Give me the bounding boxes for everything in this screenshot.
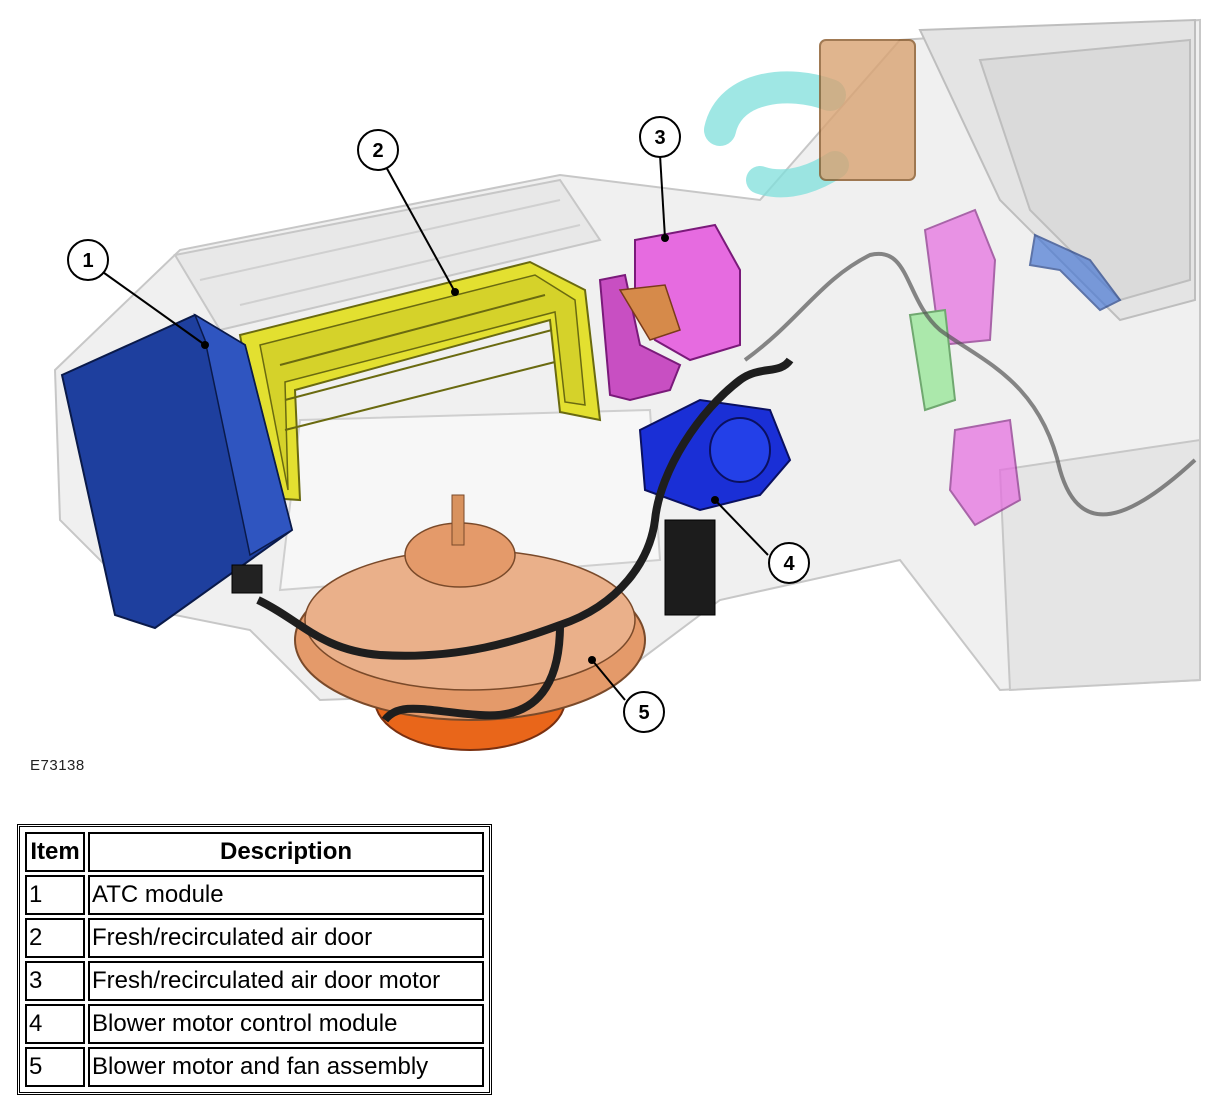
legend-row: 3 Fresh/recirculated air door motor (25, 961, 484, 1001)
legend-row: 5 Blower motor and fan assembly (25, 1047, 484, 1087)
callout-5: 5 (623, 691, 665, 733)
legend-header-description: Description (88, 832, 484, 872)
callout-dots (201, 234, 719, 664)
callout-3: 3 (639, 116, 681, 158)
callout-4-number: 4 (783, 553, 795, 575)
figure-id: E73138 (30, 757, 85, 774)
blower-motor-control-module (638, 398, 792, 616)
legend-item-number: 2 (25, 918, 85, 958)
callout-3-number: 3 (654, 127, 665, 149)
callout-2-number: 2 (372, 140, 383, 162)
legend-item-description: ATC module (88, 875, 484, 915)
legend-item-description: Fresh/recirculated air door (88, 918, 484, 958)
legend-header-row: Item Description (25, 832, 484, 872)
legend-row: 1 ATC module (25, 875, 484, 915)
legend-item-number: 3 (25, 961, 85, 1001)
legend-item-description: Fresh/recirculated air door motor (88, 961, 484, 1001)
legend-header-item: Item (25, 832, 85, 872)
callout-4: 4 (768, 542, 810, 584)
legend-item-number: 5 (25, 1047, 85, 1087)
legend-item-description: Blower motor control module (88, 1004, 484, 1044)
callout-5-number: 5 (638, 702, 649, 724)
legend-table-frame: Item Description 1 ATC module 2 Fresh/re… (17, 824, 492, 1095)
wiring-harness-lower (381, 624, 564, 723)
wiring-harness (256, 357, 794, 660)
fresh-recirculated-air-door (238, 260, 602, 502)
wiring-harness-right (743, 251, 1197, 517)
legend-table: Item Description 1 ATC module 2 Fresh/re… (22, 829, 487, 1090)
callout-leaders (99, 154, 769, 701)
legend-row: 4 Blower motor control module (25, 1004, 484, 1044)
legend-row: 2 Fresh/recirculated air door (25, 918, 484, 958)
legend-item-description: Blower motor and fan assembly (88, 1047, 484, 1087)
legend-item-number: 4 (25, 1004, 85, 1044)
callout-2: 2 (357, 129, 399, 171)
heater-core-connector (819, 39, 916, 181)
callout-1-number: 1 (82, 250, 93, 272)
hvac-assembly-diagram: 1 2 3 4 5 (53, 18, 1201, 751)
legend-item-number: 1 (25, 875, 85, 915)
fresh-recirculated-air-door-motor (598, 223, 741, 402)
callout-1: 1 (67, 239, 109, 281)
atc-module (60, 313, 294, 630)
